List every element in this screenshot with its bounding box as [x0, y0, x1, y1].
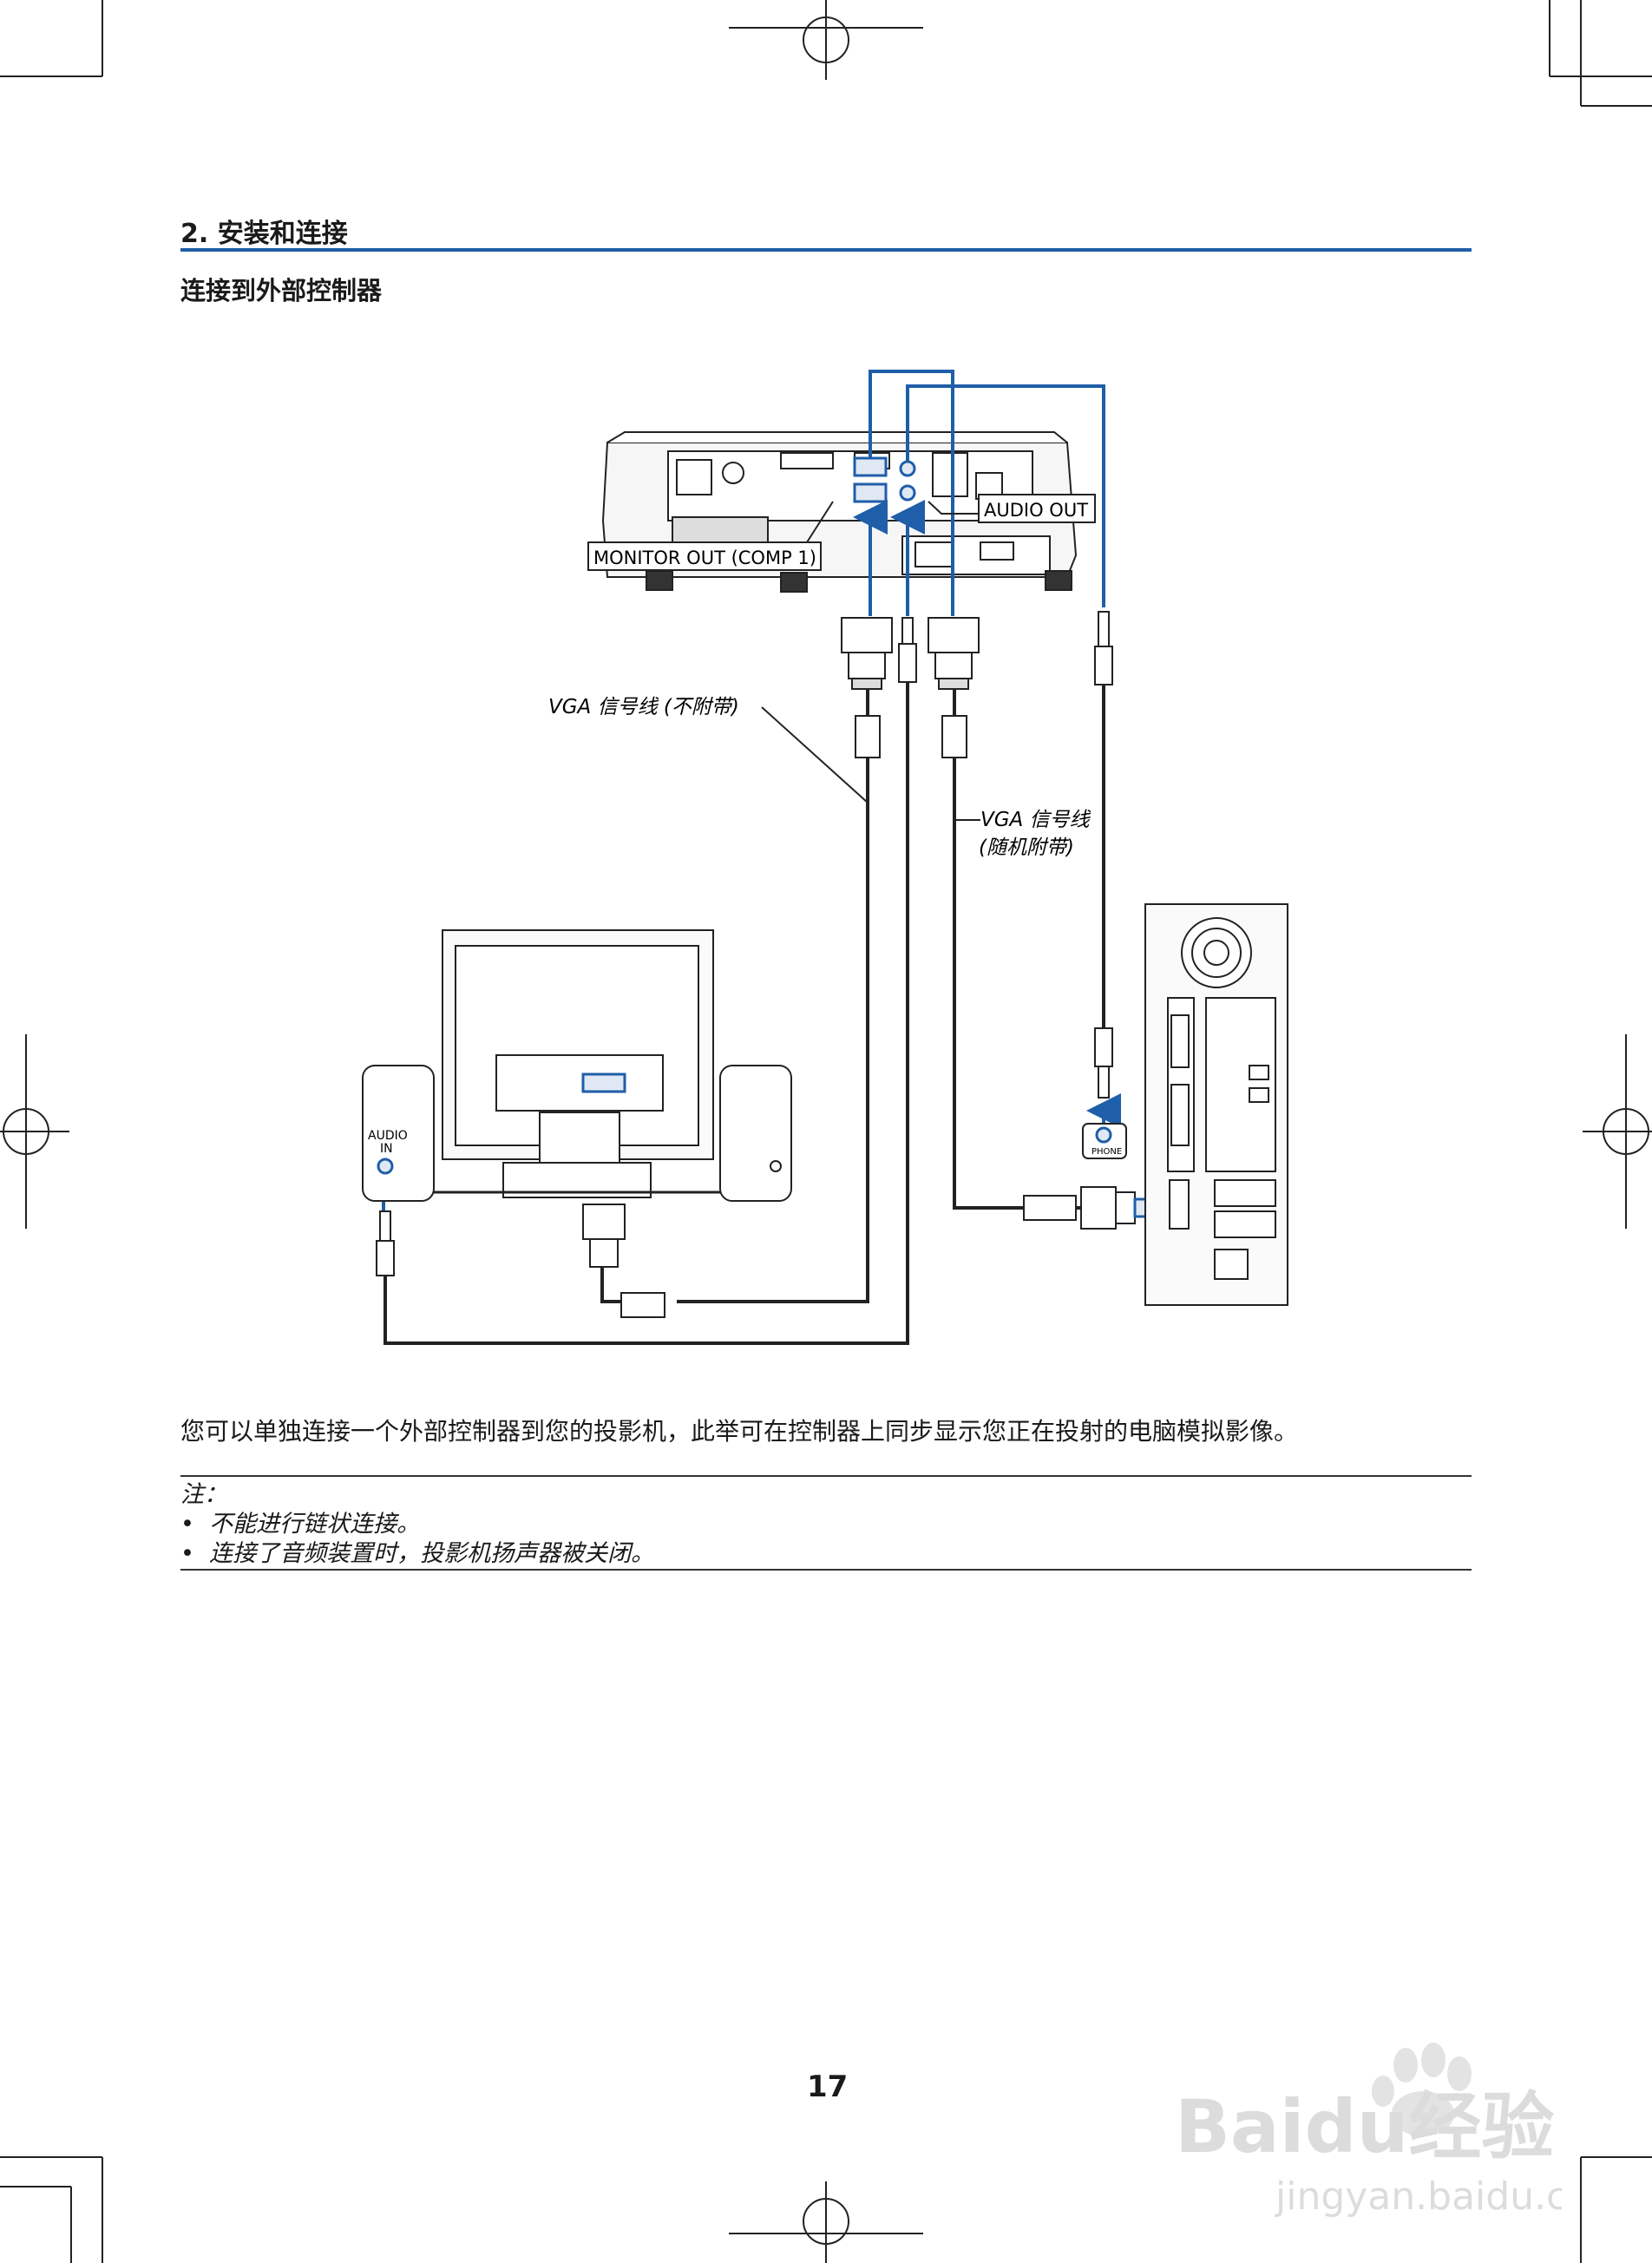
notes-heading: 注： [180, 1481, 227, 1508]
section-header: 2. 安装和连接 [180, 208, 1472, 252]
body-paragraph: 您可以单独连接一个外部控制器到您的投影机，此举可在控制器上同步显示您正在投射的电… [180, 1417, 1299, 1446]
baidu-watermark: Baidu经验 jingyan.baidu.com [1175, 2043, 1562, 2219]
label-vga-supplied-2: (随机附带) [979, 836, 1074, 859]
audio-plug-projector [898, 617, 917, 683]
svg-text:jingyan.baidu.com: jingyan.baidu.com [1275, 2174, 1562, 2219]
speaker-left [362, 1065, 720, 1202]
svg-text:AUDIO OUT: AUDIO OUT [984, 500, 1088, 521]
vga-connector-right [928, 617, 980, 758]
phone-jack: PHONE [1082, 1123, 1127, 1159]
label-audio-in-2: IN [380, 1142, 393, 1156]
audio-plug-phone [1094, 1027, 1113, 1099]
label-audio-in-1: AUDIO [368, 1129, 408, 1143]
note-item: • 不能进行链状连接。 [180, 1511, 421, 1538]
computer-tower [1144, 903, 1288, 1306]
audio-plug-pc-top [1094, 611, 1113, 685]
vga-connector-pc [1023, 1186, 1163, 1230]
label-vga-not-supplied: VGA 信号线 (不附带) [548, 696, 739, 718]
svg-text:PHONE: PHONE [1092, 1147, 1122, 1157]
note-item: • 连接了音频装置时，投影机扬声器被关闭。 [180, 1540, 655, 1567]
cables [384, 682, 1105, 1345]
page-number: 17 [807, 2069, 849, 2104]
vga-connector-left [841, 617, 893, 758]
label-vga-supplied-1: VGA 信号线 [980, 809, 1092, 831]
notes-box: 注： • 不能进行链状连接。 • 连接了音频装置时，投影机扬声器被关闭。 [180, 1475, 1472, 1571]
section-title: 2. 安装和连接 [180, 219, 348, 249]
svg-text:MONITOR OUT (COMP 1): MONITOR OUT (COMP 1) [593, 548, 816, 568]
label-audio-out: AUDIO OUT [978, 494, 1096, 523]
monitor [442, 929, 714, 1318]
svg-text:Baidu经验: Baidu经验 [1175, 2084, 1554, 2169]
speaker-right [719, 1065, 792, 1202]
connection-diagram: AUDIO OUT MONITOR OUT (COMP 1) VGA 信号线 (… [362, 370, 1288, 1345]
audio-plug-speaker [376, 1210, 395, 1276]
label-monitor-out: MONITOR OUT (COMP 1) [587, 541, 822, 571]
page-subtitle: 连接到外部控制器 [180, 276, 383, 305]
